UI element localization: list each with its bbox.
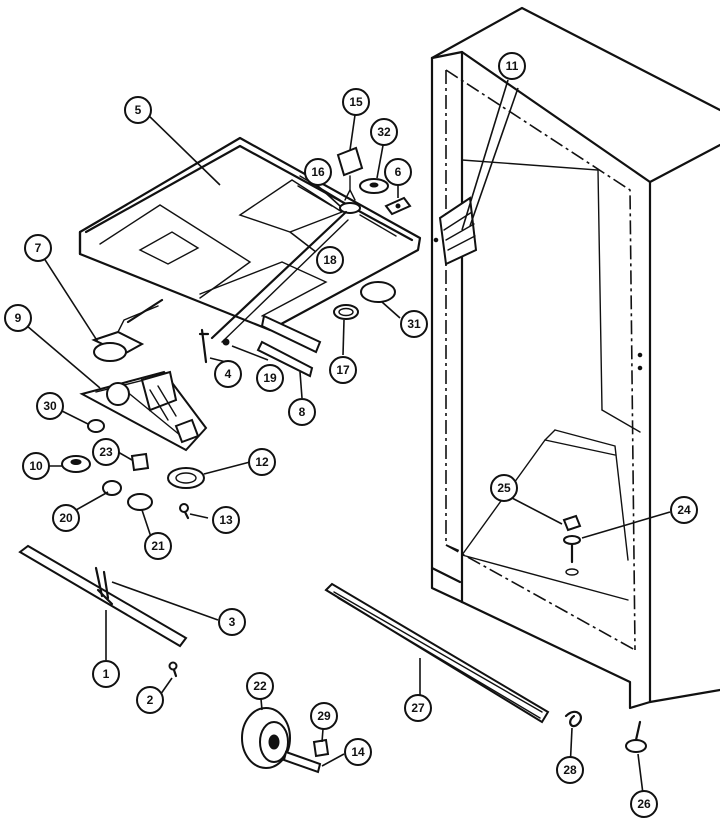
- trim-strip-part: [256, 340, 314, 378]
- callout-label: 10: [29, 459, 43, 473]
- callout-28: 28: [556, 756, 584, 784]
- callout-23: 23: [92, 438, 120, 466]
- thermostat-part: [336, 146, 364, 177]
- callout-labels: 1 2 3 4 5 6 7 8 9 10 11 12 13 14 15 16 1…: [4, 52, 698, 818]
- bracket-part: [18, 544, 188, 648]
- callout-30: 30: [36, 392, 64, 420]
- callout-21: 21: [144, 532, 172, 560]
- callout-19: 19: [256, 364, 284, 392]
- callout-label: 15: [349, 95, 363, 109]
- gasket-ring-part: [333, 304, 359, 320]
- callout-label: 32: [377, 125, 391, 139]
- callout-label: 20: [59, 511, 73, 525]
- axle-pin-part: [282, 750, 322, 774]
- callout-label: 26: [637, 797, 651, 811]
- callout-26: 26: [630, 790, 658, 818]
- callout-label: 18: [323, 253, 337, 267]
- callout-3: 3: [218, 608, 246, 636]
- leader-lines: [19, 79, 671, 803]
- light-switch-part: [167, 467, 205, 489]
- callout-label: 9: [15, 311, 22, 325]
- callout-13: 13: [212, 506, 240, 534]
- callout-label: 8: [299, 405, 306, 419]
- callout-2: 2: [136, 686, 164, 714]
- callout-label: 6: [395, 165, 402, 179]
- grille-part: [324, 582, 550, 724]
- callout-29: 29: [310, 702, 338, 730]
- screw-part: [200, 328, 208, 364]
- callout-label: 27: [411, 701, 425, 715]
- callout-label: 23: [99, 445, 113, 459]
- cap-part: [360, 281, 396, 303]
- callout-label: 19: [263, 371, 277, 385]
- leveling-foot-part: [625, 739, 647, 753]
- control-panel-part: [79, 370, 208, 452]
- callout-22: 22: [246, 672, 274, 700]
- callout-18: 18: [316, 246, 344, 274]
- callout-32: 32: [370, 118, 398, 146]
- callout-6: 6: [384, 158, 412, 186]
- callout-12: 12: [248, 448, 276, 476]
- callout-15: 15: [342, 88, 370, 116]
- callout-label: 2: [147, 693, 154, 707]
- callout-10: 10: [22, 452, 50, 480]
- callout-31: 31: [400, 310, 428, 338]
- callout-label: 24: [677, 503, 691, 517]
- refrigerator-cabinet: [430, 6, 720, 710]
- callout-4: 4: [214, 360, 242, 388]
- hinge-clip-part: [564, 710, 582, 728]
- light-bulb-part: [127, 493, 153, 511]
- nut-part: [562, 514, 582, 532]
- callout-17: 17: [329, 356, 357, 384]
- callout-label: 28: [563, 763, 577, 777]
- callout-16: 16: [304, 158, 332, 186]
- retainer-clip-part: [312, 738, 330, 758]
- callout-1: 1: [92, 660, 120, 688]
- callout-label: 12: [255, 455, 269, 469]
- socket-part: [87, 419, 105, 433]
- callout-label: 1: [103, 667, 110, 681]
- callout-7: 7: [24, 234, 52, 262]
- callout-label: 25: [497, 481, 511, 495]
- callout-label: 3: [229, 615, 236, 629]
- callout-27: 27: [404, 694, 432, 722]
- bolt-part: [563, 535, 581, 545]
- callout-25: 25: [490, 474, 518, 502]
- callout-label: 7: [35, 241, 42, 255]
- callout-label: 14: [351, 745, 365, 759]
- capillary-tube-part: [210, 210, 348, 340]
- callout-label: 17: [336, 363, 350, 377]
- callout-label: 22: [253, 679, 267, 693]
- callout-label: 29: [317, 709, 331, 723]
- callout-11: 11: [498, 52, 526, 80]
- switch-part: [130, 452, 150, 472]
- callout-label: 21: [151, 539, 165, 553]
- roller-wheel-part: [241, 707, 291, 769]
- callout-9: 9: [4, 304, 32, 332]
- callout-14: 14: [344, 738, 372, 766]
- callout-5: 5: [124, 96, 152, 124]
- callout-label: 4: [225, 367, 232, 381]
- callout-label: 31: [407, 317, 421, 331]
- callout-20: 20: [52, 504, 80, 532]
- callout-8: 8: [288, 398, 316, 426]
- callout-label: 16: [311, 165, 325, 179]
- control-housing: [78, 136, 422, 354]
- damper-motor-part: [91, 298, 164, 362]
- callout-24: 24: [670, 496, 698, 524]
- callout-label: 11: [506, 59, 519, 73]
- callout-label: 13: [219, 513, 233, 527]
- callout-label: 5: [135, 103, 142, 117]
- callout-label: 30: [43, 399, 57, 413]
